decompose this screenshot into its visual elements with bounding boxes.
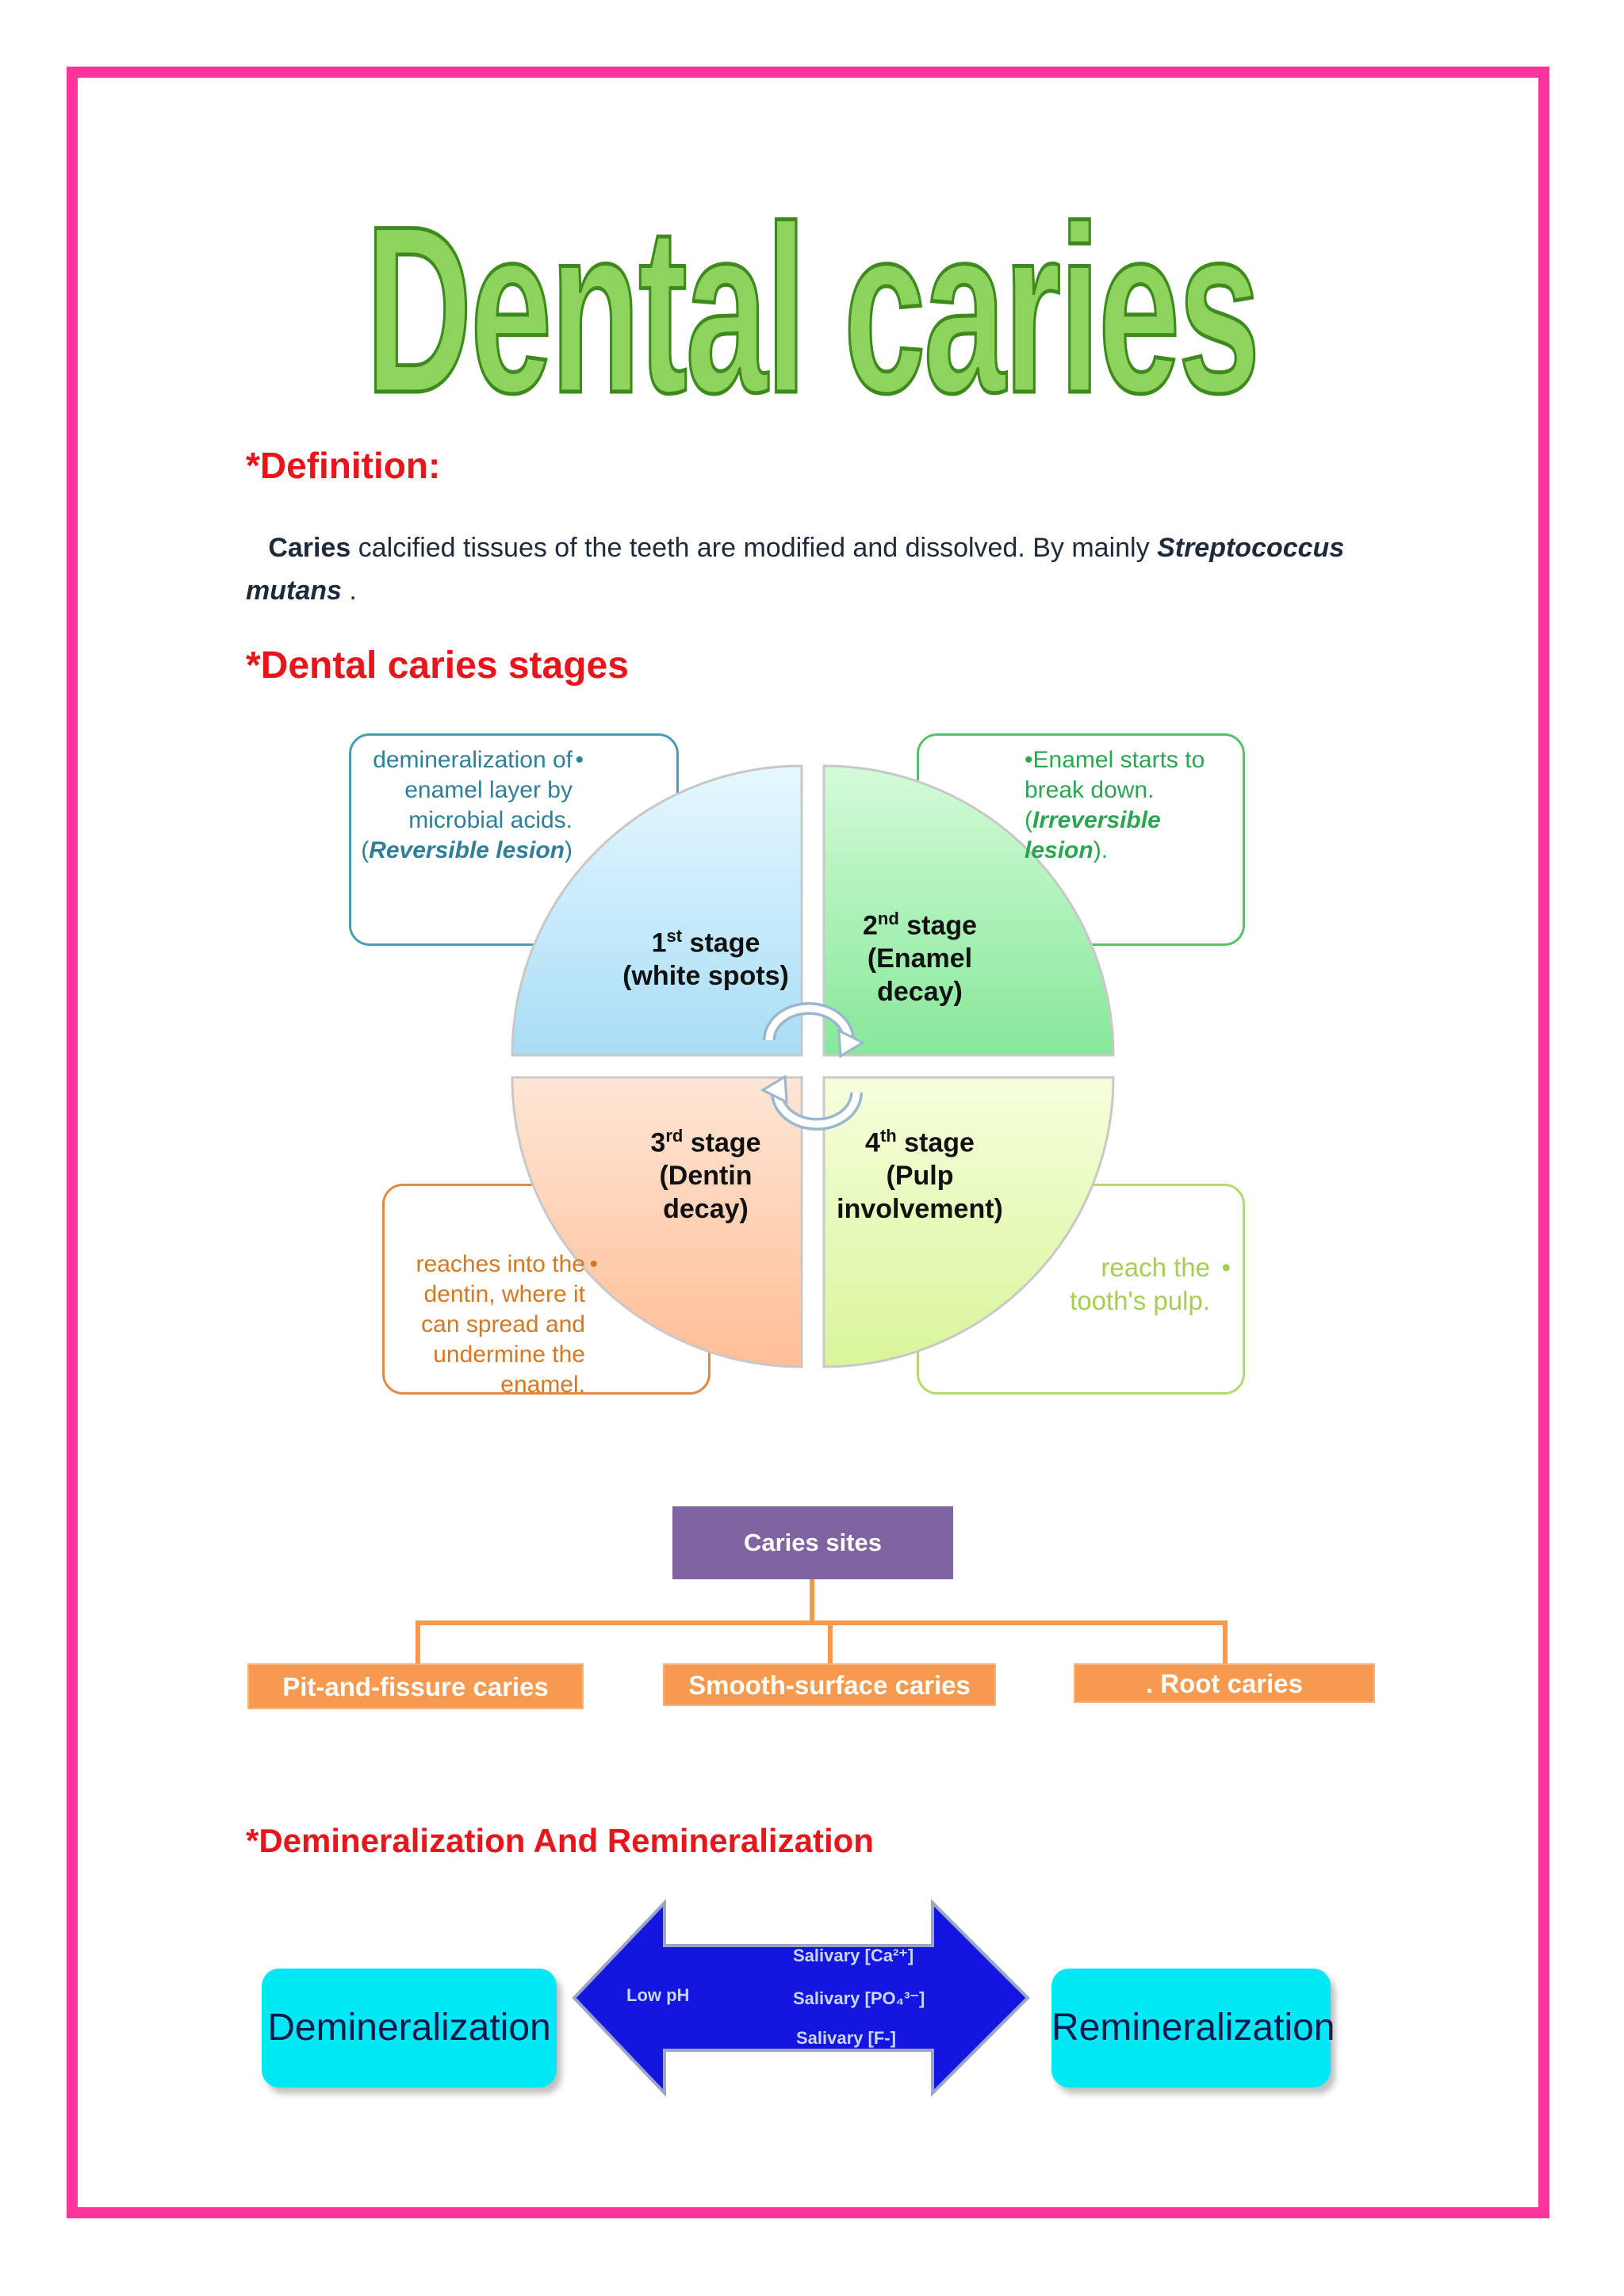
salivary-f-label: Salivary [F-] bbox=[796, 2028, 896, 2048]
connector-line bbox=[810, 1579, 814, 1624]
stage1-label: 1st stage(white spots) bbox=[622, 926, 789, 992]
stage3-slice bbox=[511, 1076, 803, 1368]
stage1-slice bbox=[511, 764, 803, 1057]
stage3-label: 3rd stage(Dentin decay) bbox=[650, 1126, 761, 1225]
site-pit-and-fissure: Pit-and-fissure caries bbox=[247, 1663, 584, 1709]
demineralization-box: Demineralization bbox=[262, 1969, 557, 2087]
stage4-label: 4th stage(Pulp involvement) bbox=[837, 1126, 1003, 1225]
definition-term: Caries bbox=[268, 533, 351, 563]
page-border bbox=[67, 67, 1549, 2218]
demin-heading: *Demineralization And Remineralization bbox=[246, 1822, 874, 1859]
page-title: Dental caries bbox=[365, 176, 1262, 442]
stage4-slice bbox=[822, 1076, 1115, 1368]
double-arrow-icon bbox=[572, 1898, 1030, 2098]
double-arrow bbox=[572, 1898, 1030, 2098]
stage4-note-text: reach the tooth's pulp.• bbox=[1070, 1253, 1231, 1315]
stage1-note-text: demineralization of enamel layer by micr… bbox=[361, 747, 584, 863]
caries-sites-root: Caries sites bbox=[672, 1506, 953, 1579]
connector-line bbox=[828, 1621, 833, 1665]
connector-line bbox=[416, 1621, 1228, 1625]
site-smooth-surface: Smooth-surface caries bbox=[663, 1663, 996, 1706]
remineralization-box: Remineralization bbox=[1051, 1969, 1335, 2087]
stage2-note-text: •Enamel starts to break down. (Irreversi… bbox=[1025, 747, 1205, 863]
definition-paragraph: Caries calcified tissues of the teeth ar… bbox=[246, 526, 1396, 612]
definition-heading: *Definition: bbox=[246, 445, 441, 486]
stages-diagram bbox=[511, 764, 1115, 1368]
stages-heading: *Dental caries stages bbox=[246, 645, 629, 687]
stage2-slice bbox=[822, 764, 1115, 1057]
definition-end: . bbox=[341, 576, 357, 606]
salivary-po4-label: Salivary [PO₄³⁻] bbox=[793, 1988, 925, 2008]
stage2-label: 2nd stage(Enamel decay) bbox=[862, 909, 978, 1008]
site-root: . Root caries bbox=[1074, 1663, 1375, 1703]
definition-organism: Streptococcus mutans bbox=[246, 533, 1345, 606]
connector-line bbox=[416, 1621, 420, 1665]
definition-text: calcified tissues of the teeth are modif… bbox=[350, 533, 1158, 563]
connector-line bbox=[1223, 1621, 1228, 1665]
salivary-ca-label: Salivary [Ca²⁺] bbox=[793, 1946, 914, 1965]
stage3-note-text: reaches into the dentin, where it can sp… bbox=[416, 1251, 598, 1398]
low-ph-label: Low pH bbox=[626, 1985, 690, 2005]
